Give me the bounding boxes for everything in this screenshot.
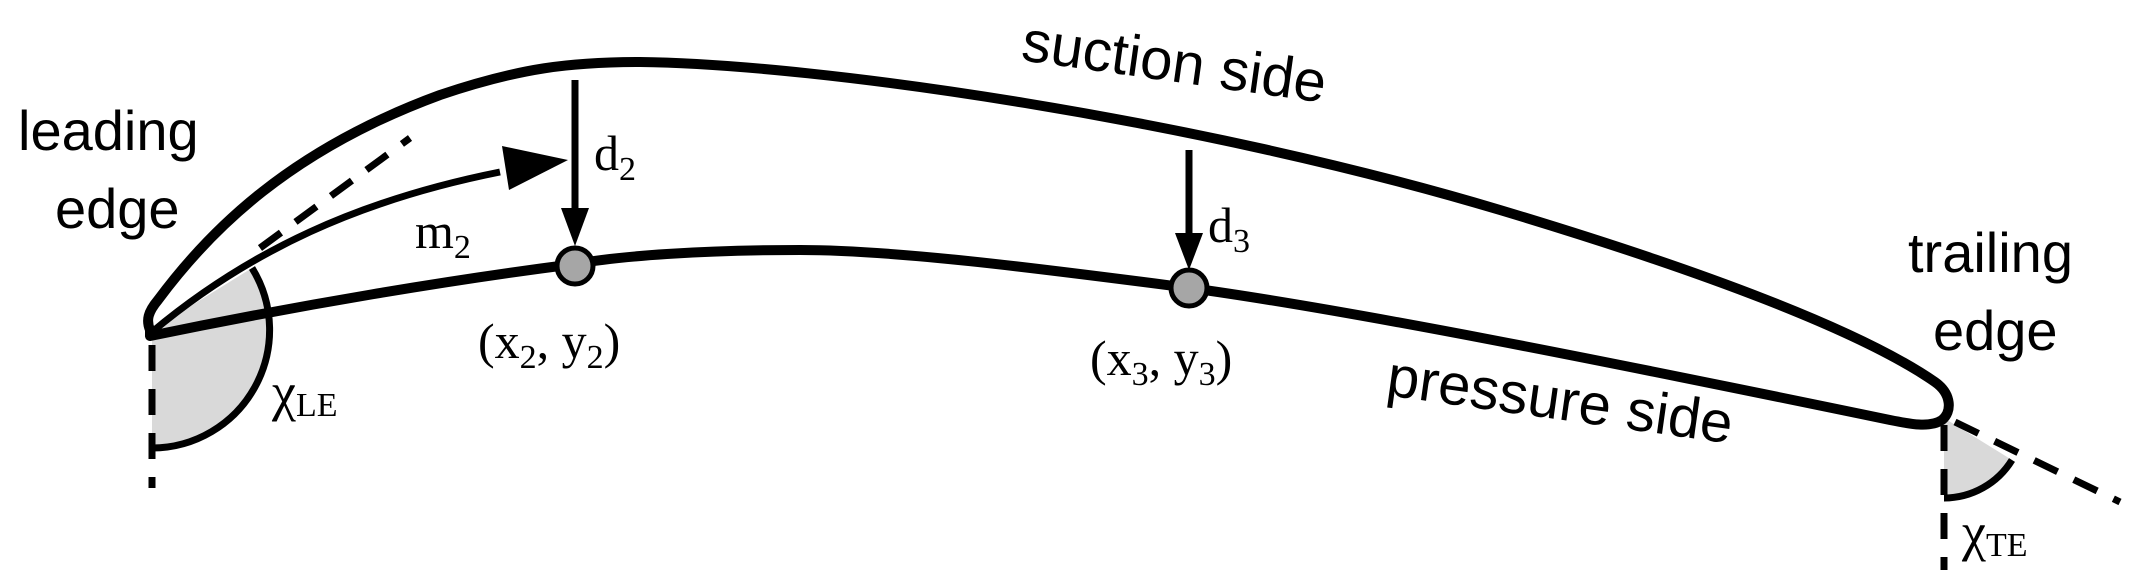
leading-edge-angle-arc [151, 266, 274, 452]
airfoil-outline [143, 57, 1954, 430]
trailing-edge-label-line2: edge [1933, 299, 2058, 362]
d3-label: d3 [1208, 197, 1250, 260]
control-point-2 [554, 245, 596, 287]
m2-label: m2 [415, 203, 471, 266]
m2-tangent-arrow-line [149, 168, 501, 335]
leading-edge-angle-wedge [152, 268, 270, 448]
point-3-coordinates: (x3, y3) [1090, 330, 1232, 393]
trailing-edge-angle-arc [1943, 458, 2015, 502]
d2-arrow-head [561, 208, 589, 246]
leading-edge-tangent-dashed-line [257, 135, 413, 251]
trailing-edge-label-line1: trailing [1908, 221, 2073, 284]
control-point-3 [1168, 267, 1210, 309]
chi-le-label: χLE [271, 362, 338, 424]
leading-edge-label-line2: edge [55, 177, 180, 240]
leading-edge-label-line1: leading [18, 99, 199, 162]
d3-arrow-head [1175, 233, 1203, 270]
point-2-coordinates: (x2, y2) [478, 313, 620, 376]
pressure-side-label: pressure side [1383, 344, 1737, 457]
d2-label: d2 [594, 125, 636, 188]
chi-te-label: χTE [1961, 502, 2028, 564]
suction-side-label: suction side [1018, 9, 1330, 116]
trailing-edge-tangent-dashed-line [1953, 418, 2122, 506]
m2-arrow-head [502, 146, 568, 190]
